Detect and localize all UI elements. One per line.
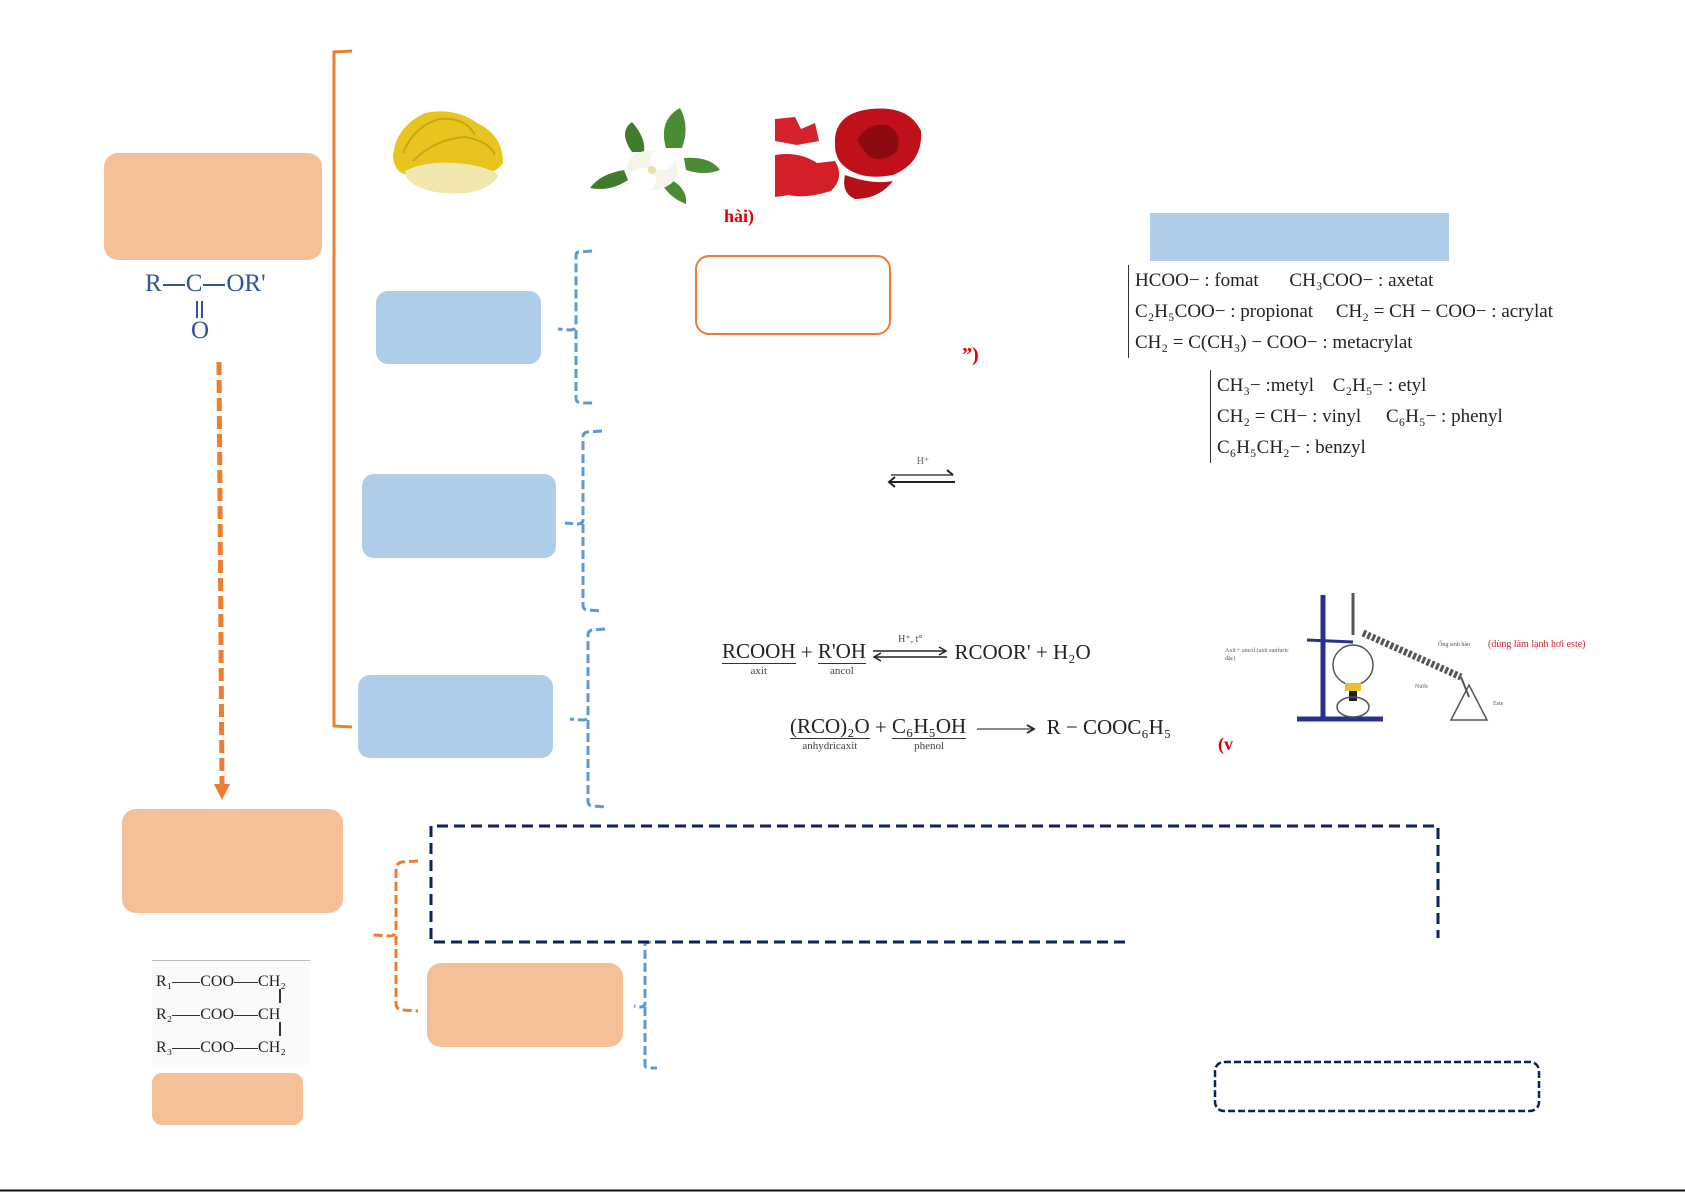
apparatus-label-condenser-note: (dùng làm lạnh hơi este) xyxy=(1488,639,1586,650)
orange-outline-box[interactable] xyxy=(695,255,891,335)
naming-header[interactable] xyxy=(1150,213,1449,261)
eq2-product: R − COOC₆H₅ xyxy=(1046,715,1172,739)
annotation-v-paren: (v xyxy=(1218,734,1233,754)
navy-dashed-box xyxy=(429,824,1440,944)
radical-row-2: CH₂ = CH− : vinyl C₆H₅− : phenyl xyxy=(1217,406,1503,427)
equilibrium-arrow-icon xyxy=(872,646,948,662)
apparatus-label-condenser: Ống sinh hàn xyxy=(1438,642,1470,648)
apparatus-label-water: Nước xyxy=(1415,684,1429,690)
radical-row-1: CH₃− :metyl C₂H₅− : etyl xyxy=(1217,375,1427,396)
formula-c: C xyxy=(185,270,203,297)
radical-list: CH₃− :metyl C₂H₅− : etyl CH₂ = CH− : vin… xyxy=(1210,370,1503,463)
eq1-product: RCOOR' + H₂O xyxy=(954,640,1091,664)
property-box[interactable] xyxy=(427,963,623,1047)
brace-4 xyxy=(633,940,657,1070)
radical-row-3: C₆H₅CH₂− : benzyl xyxy=(1217,437,1366,458)
distillation-apparatus: Axit + ancol (axit sunfuric đặc) Ống sin… xyxy=(1225,585,1645,730)
eq1-catalyst: H⁺, t° xyxy=(898,634,923,645)
banana-image xyxy=(393,111,503,194)
main-bracket xyxy=(332,49,353,729)
apparatus-drawing xyxy=(1297,593,1489,722)
annotation-hai: hài) xyxy=(724,206,755,226)
annotation-quote-paren: ”) xyxy=(962,344,979,366)
brace-2 xyxy=(564,429,604,613)
brace-orange xyxy=(372,859,419,1013)
eq1-arrow: H⁺, t° xyxy=(871,634,949,666)
brace-3 xyxy=(569,627,607,809)
jasmine-image xyxy=(590,108,720,204)
lipid-box[interactable] xyxy=(122,809,343,913)
dashed-arrow-line xyxy=(216,361,225,785)
category-box-3[interactable] xyxy=(358,675,553,758)
brace-1 xyxy=(557,249,593,405)
anion-row-3: CH₂ = C(CH₃) − COO− : metacrylat xyxy=(1135,332,1413,353)
reversible-arrow: H⁺ xyxy=(887,456,959,490)
equilibrium-arrow-icon xyxy=(887,469,955,488)
reversible-arrow-catalyst: H⁺ xyxy=(916,456,930,467)
category-box-1[interactable] xyxy=(376,291,541,364)
anion-row-1: HCOO− : fomat CH₃COO− : axetat xyxy=(1135,270,1434,291)
anion-row-2: C₂H₅COO− : propionat CH₂ = CH − COO− : a… xyxy=(1135,301,1553,322)
formula-o: O xyxy=(191,317,210,344)
definition-box[interactable] xyxy=(104,153,322,260)
anion-list: HCOO− : fomat CH₃COO− : axetat C₂H₅COO− … xyxy=(1128,265,1553,358)
apparatus-label-ester: Este xyxy=(1493,701,1504,707)
apparatus-label-mixture: Axit + ancol (axit sunfuric đặc) xyxy=(1225,648,1289,662)
formula-r: R xyxy=(145,270,162,297)
navy-dashed-rounded-box xyxy=(1213,1060,1541,1113)
arrow-head-icon xyxy=(214,784,230,800)
formula-or: OR' xyxy=(226,270,266,297)
rose-image xyxy=(775,108,922,199)
triglyceride-label-box[interactable] xyxy=(152,1073,303,1125)
arrow-right-icon xyxy=(977,724,1037,734)
category-box-2[interactable] xyxy=(362,474,556,558)
